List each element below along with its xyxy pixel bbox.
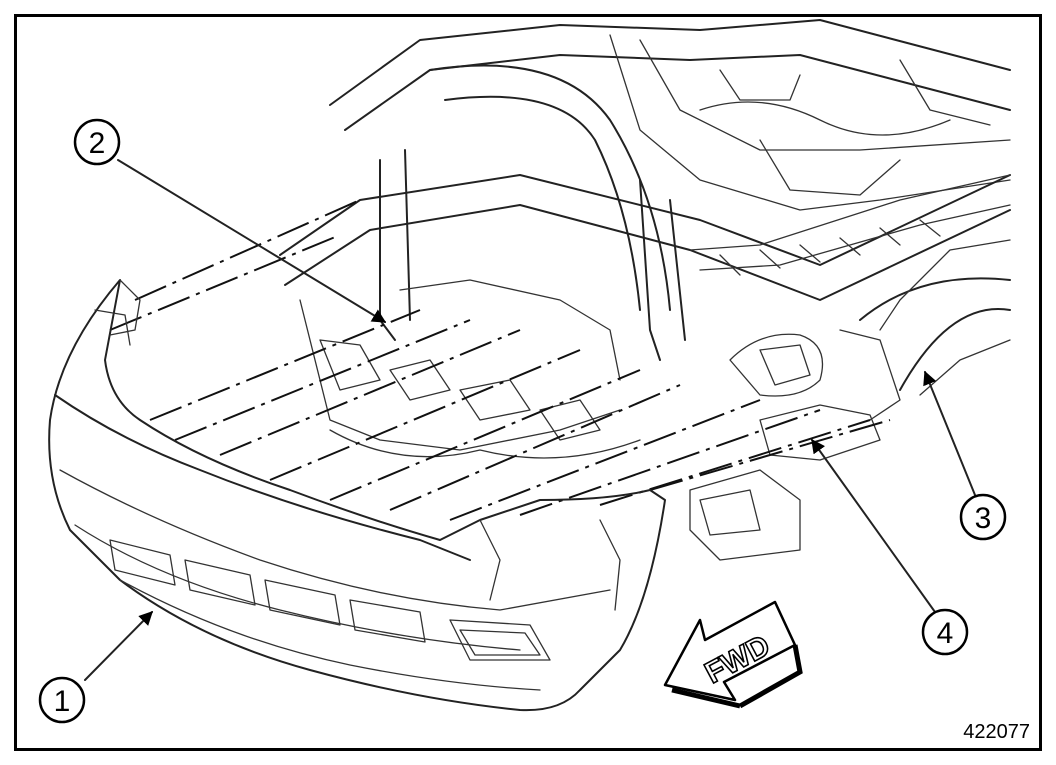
callout-label-2: 2: [89, 127, 106, 160]
callout-label-3: 3: [975, 502, 992, 535]
callout-4: 4: [811, 438, 969, 656]
front-bumper-fascia: [48, 279, 666, 712]
figure-id: 422077: [963, 721, 1030, 743]
callout-2: 2: [73, 118, 387, 323]
callout-label-4: 4: [937, 617, 954, 650]
callout-3: 3: [923, 370, 1007, 541]
callout-1: 1: [38, 611, 153, 724]
forward-direction-arrow: FWD: [663, 600, 803, 709]
alignment-lines: [109, 199, 891, 521]
callout-label-1: 1: [54, 685, 71, 718]
vehicle-front-structure: [279, 19, 1011, 561]
diagram-frame: [14, 14, 1042, 751]
